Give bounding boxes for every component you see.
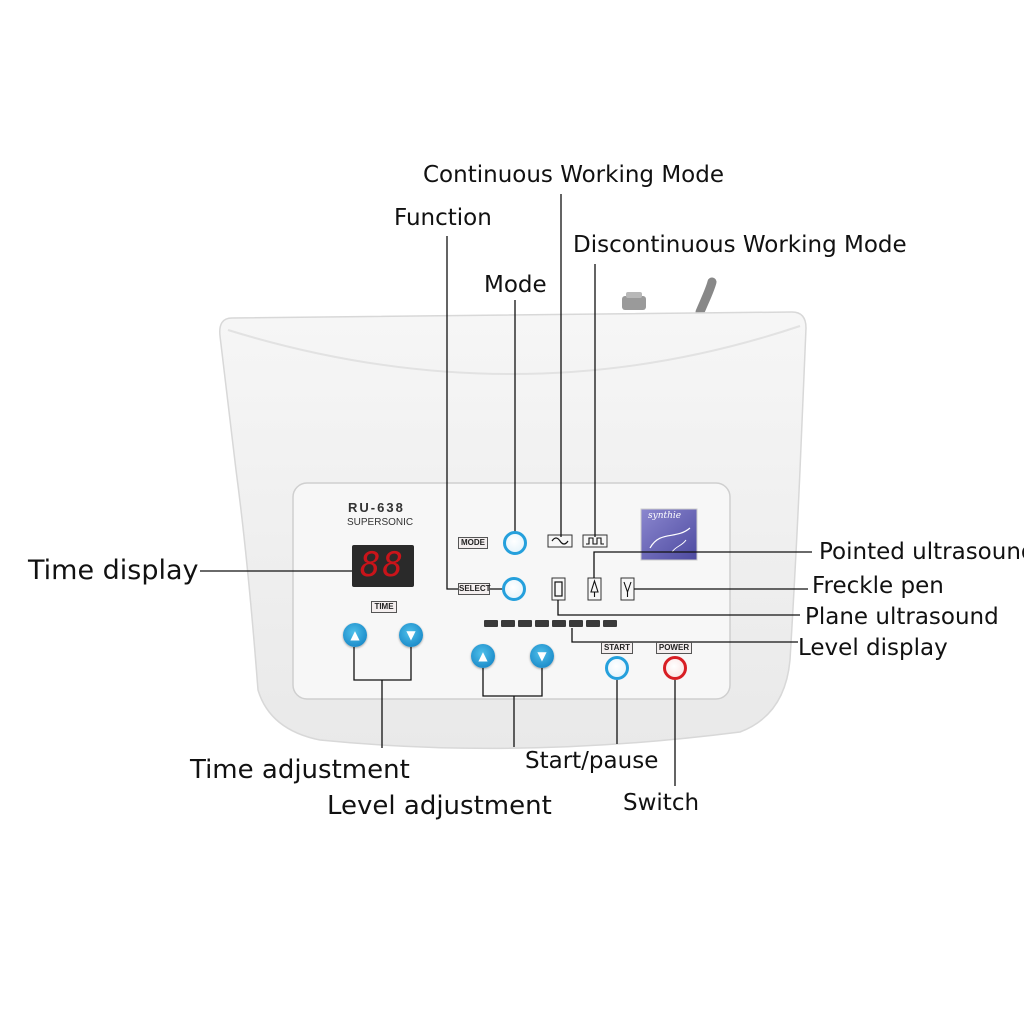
leader-lines xyxy=(200,194,812,786)
callout-function: Function xyxy=(394,205,492,231)
time-display xyxy=(352,545,414,587)
pointed-probe-icon xyxy=(587,577,602,601)
callout-freckle-pen: Freckle pen xyxy=(812,573,944,599)
level-led xyxy=(501,620,515,627)
callout-start-pause: Start/pause xyxy=(525,748,659,774)
level-down-button[interactable]: ▼ xyxy=(530,644,554,668)
select-label: SELECT xyxy=(458,583,491,595)
callout-switch: Switch xyxy=(623,790,700,816)
power-label: POWER xyxy=(656,642,692,654)
callout-mode: Mode xyxy=(484,272,547,298)
time-label: TIME xyxy=(371,601,397,613)
time-down-button[interactable]: ▼ xyxy=(399,623,423,647)
callout-level-display: Level display xyxy=(798,635,948,661)
mode-label: MODE xyxy=(458,537,488,549)
mode-button[interactable] xyxy=(503,531,527,555)
level-led xyxy=(552,620,566,627)
level-led xyxy=(535,620,549,627)
power-cable xyxy=(622,277,717,317)
plane-probe-icon xyxy=(551,577,566,601)
model-name: RU-638 xyxy=(348,500,405,515)
freckle-pen-icon xyxy=(620,577,635,601)
start-label: START xyxy=(601,642,633,654)
callout-time-adjustment: Time adjustment xyxy=(190,755,410,785)
callout-plane-ultrasound: Plane ultrasound xyxy=(805,604,999,630)
up-arrow-icon: ▲ xyxy=(478,649,488,663)
callout-time-display: Time display xyxy=(28,555,199,586)
level-led xyxy=(603,620,617,627)
level-led xyxy=(484,620,498,627)
down-arrow-icon: ▼ xyxy=(406,628,416,642)
time-up-button[interactable]: ▲ xyxy=(343,623,367,647)
display-digits: 88 xyxy=(360,545,405,585)
brand-logo-text: synthie xyxy=(648,511,682,521)
level-led xyxy=(518,620,532,627)
select-button[interactable] xyxy=(502,577,526,601)
callout-level-adjustment: Level adjustment xyxy=(327,791,552,821)
level-led xyxy=(586,620,600,627)
continuous-wave-icon xyxy=(547,534,573,548)
up-arrow-icon: ▲ xyxy=(350,628,360,642)
level-led xyxy=(569,620,583,627)
power-switch-button[interactable] xyxy=(663,656,687,680)
level-up-button[interactable]: ▲ xyxy=(471,644,495,668)
callout-discontinuous-mode: Discontinuous Working Mode xyxy=(573,232,907,258)
down-arrow-icon: ▼ xyxy=(537,649,547,663)
callout-pointed-ultrasound: Pointed ultrasound xyxy=(819,539,1024,565)
model-subtitle: SUPERSONIC xyxy=(347,517,414,528)
square-wave-icon xyxy=(582,534,608,548)
callout-continuous-mode: Continuous Working Mode xyxy=(423,162,724,188)
connector-port xyxy=(622,296,646,310)
start-pause-button[interactable] xyxy=(605,656,629,680)
